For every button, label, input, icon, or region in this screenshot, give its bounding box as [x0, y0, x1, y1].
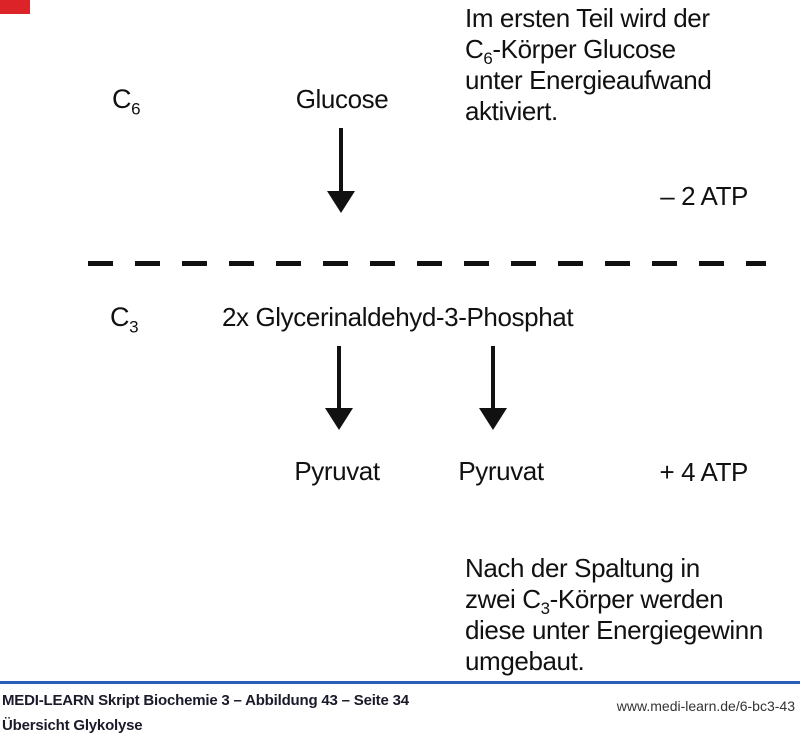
note-line: zwei C3-Körper werden — [465, 584, 763, 619]
note-line: C6-Körper Glucose — [465, 34, 711, 69]
c6-base: C — [112, 84, 132, 114]
phase-divider-dashed-line — [88, 261, 766, 266]
arrow-shaft — [337, 346, 341, 410]
minus-2-atp-label: – 2 ATP — [660, 181, 748, 211]
note-line-segment: C — [465, 34, 484, 64]
c6-sub: 6 — [131, 99, 141, 119]
plus-4-atp-label: + 4 ATP — [659, 457, 749, 487]
arrow-shaft — [491, 346, 495, 410]
note-second-phase: Nach der Spaltung in zwei C3-Körper werd… — [465, 553, 763, 677]
c6-label: C6 — [112, 84, 141, 119]
c3-label: C3 — [110, 302, 139, 337]
arrow-head — [327, 191, 355, 213]
arrow-shaft — [339, 128, 343, 194]
arrow-head — [325, 408, 353, 430]
arrow-head — [479, 408, 507, 430]
note-line-segment: -Körper Glucose — [492, 34, 676, 64]
pyruvat-right-label: Pyruvat — [458, 456, 544, 486]
note-first-phase: Im ersten Teil wird der C6-Körper Glucos… — [465, 3, 712, 127]
c3-sub: 3 — [129, 317, 139, 337]
pyruvat-left-label: Pyruvat — [294, 456, 380, 486]
note-line-segment: -Körper werden — [549, 584, 724, 614]
note-line: Im ersten Teil wird der — [465, 3, 710, 33]
brand-corner-mark — [0, 0, 30, 14]
c3-base: C — [110, 302, 130, 332]
footer-source: MEDI-LEARN Skript Biochemie 3 – Abbildun… — [2, 692, 409, 709]
footer-divider — [0, 681, 800, 684]
footer-url: www.medi-learn.de/6-bc3-43 — [616, 698, 795, 714]
note-line-subscript: 6 — [483, 49, 493, 69]
glucose-label: Glucose — [295, 84, 389, 114]
note-line-subscript: 3 — [540, 599, 550, 619]
note-line-segment: zwei C — [465, 584, 541, 614]
note-line: Nach der Spaltung in — [465, 553, 700, 583]
note-line: aktiviert. — [465, 96, 558, 126]
note-line: umgebaut. — [465, 646, 585, 676]
gap-label: 2x Glycerinaldehyd-3-Phosphat — [222, 302, 574, 332]
note-line: unter Energieaufwand — [465, 65, 712, 95]
footer-title: Übersicht Glykolyse — [2, 717, 143, 734]
note-line: diese unter Energiegewinn — [465, 615, 763, 645]
